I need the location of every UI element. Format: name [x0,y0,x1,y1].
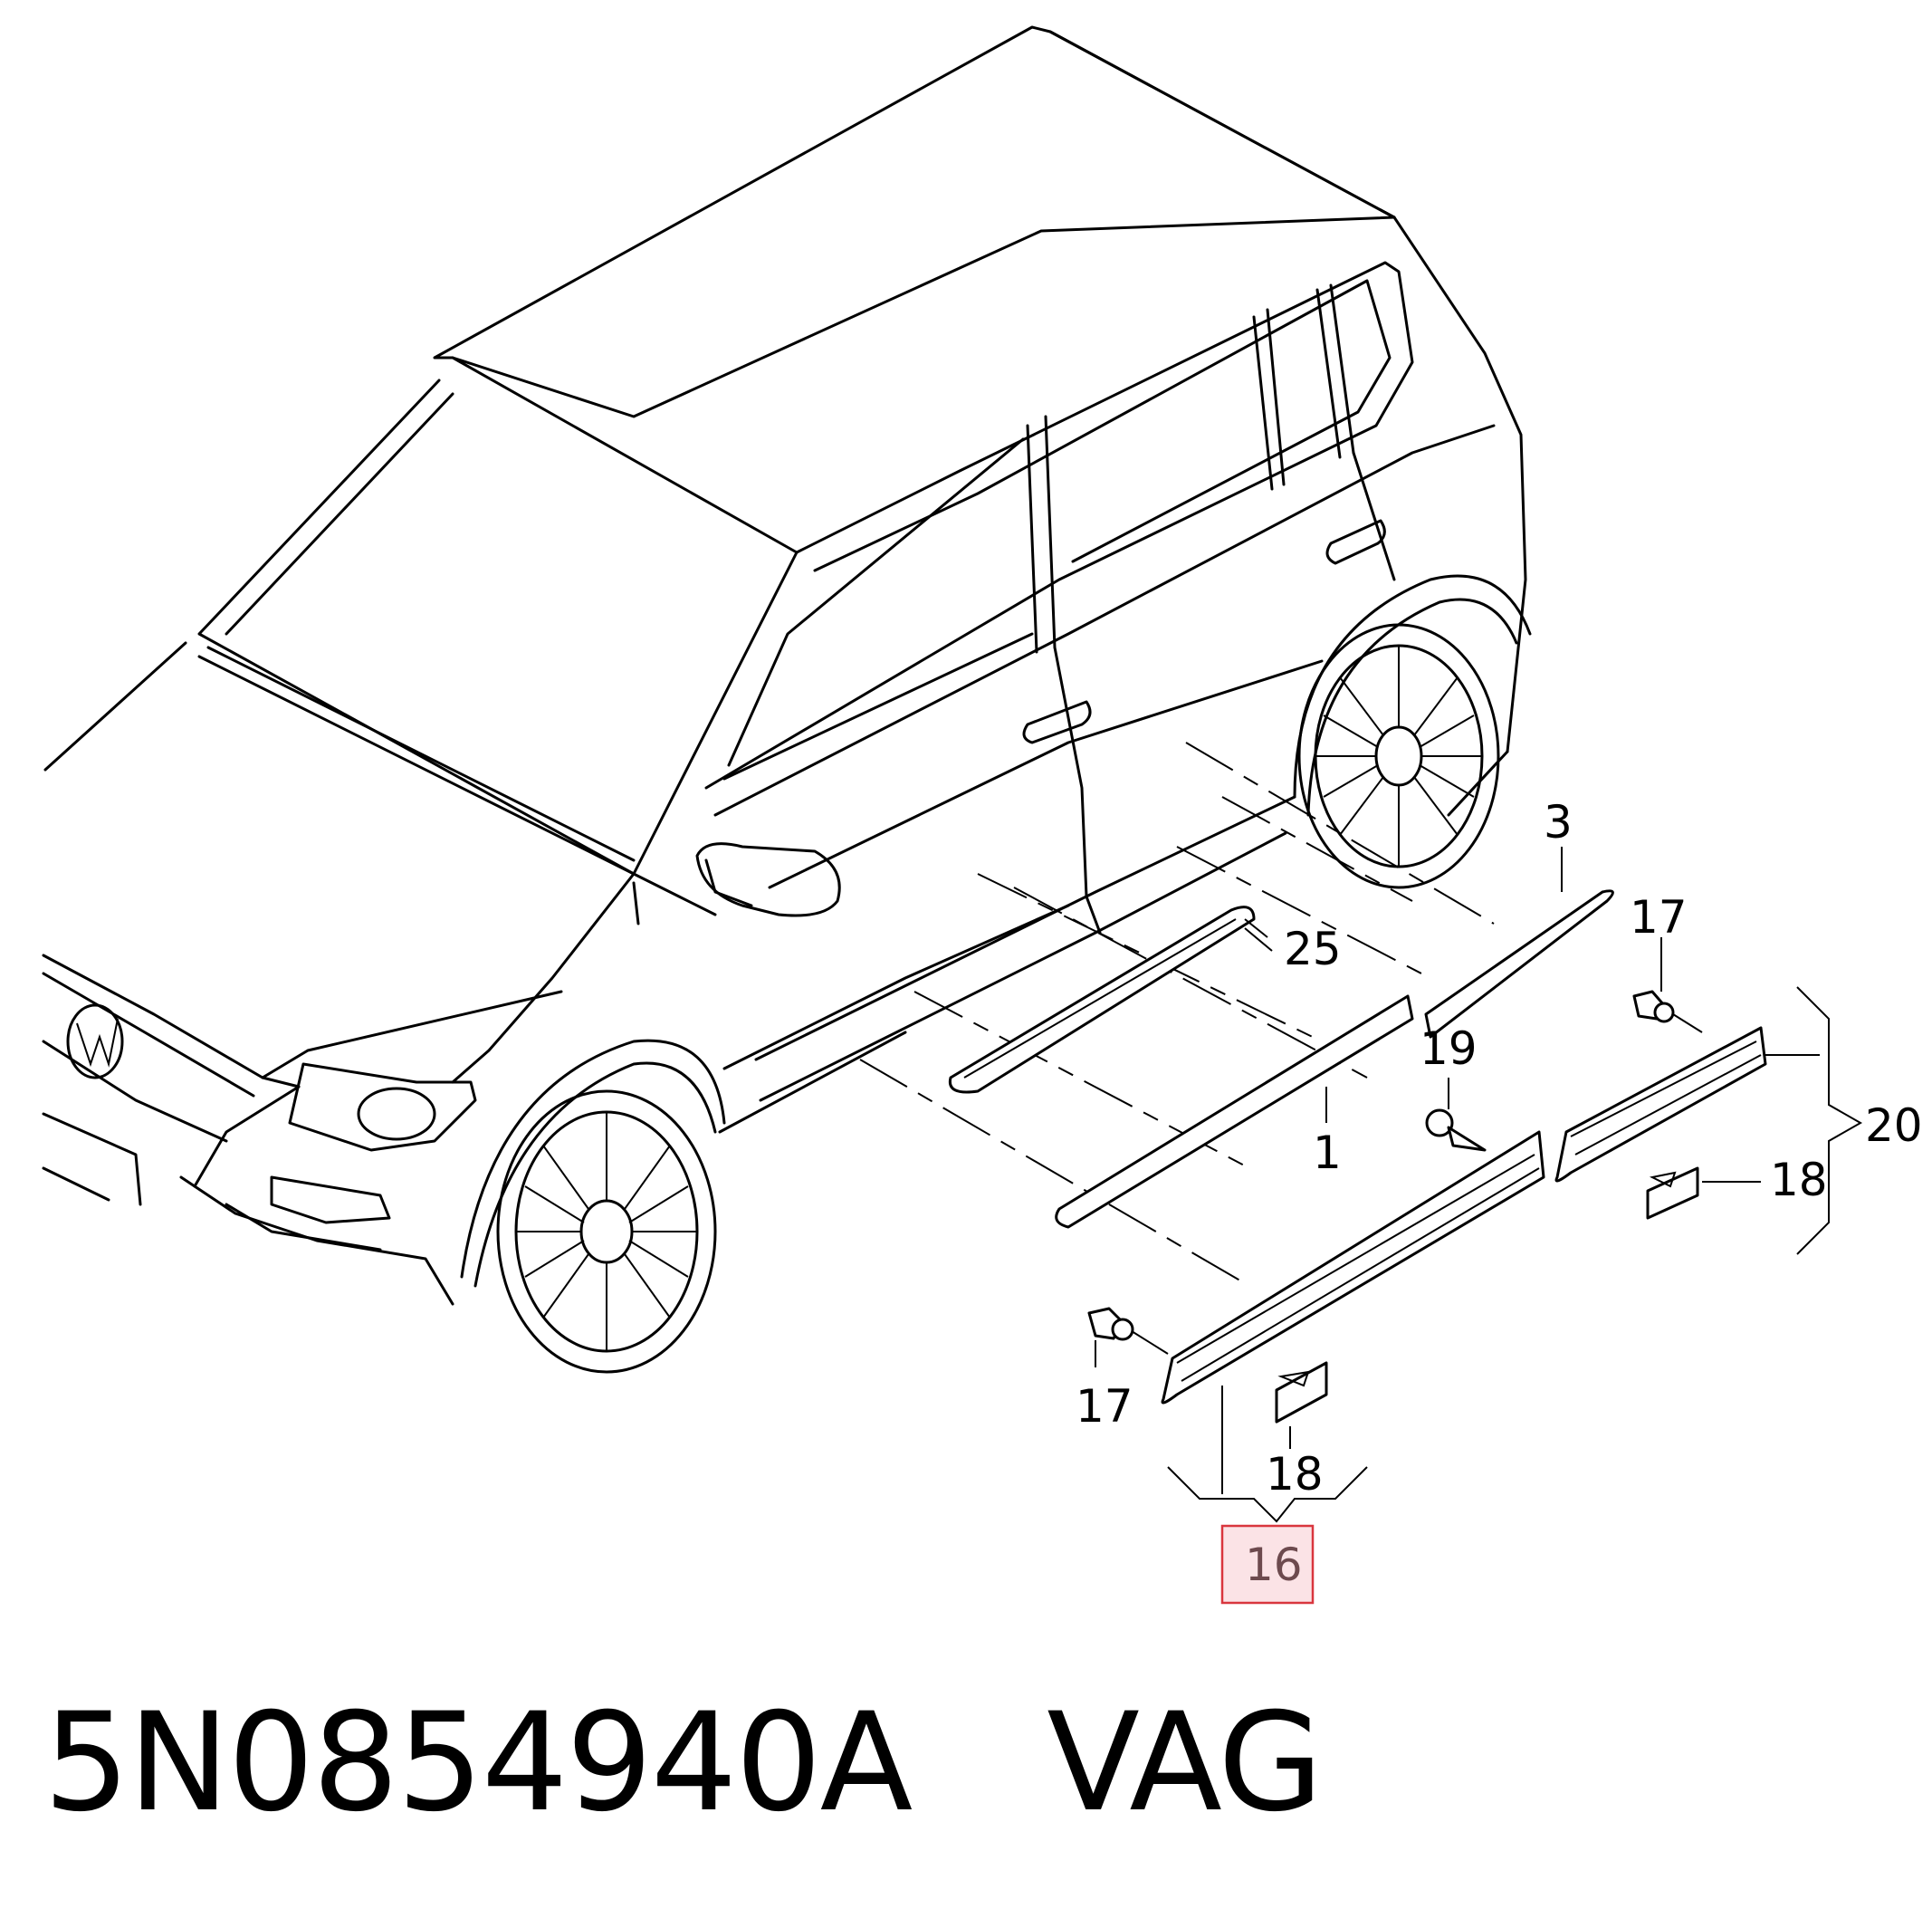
rear-wheel-icon [1297,623,1500,889]
highlighted-callout-16[interactable]: 16 [1220,1524,1315,1605]
callout-leaders [1095,847,1863,1523]
callout-25: 25 [1284,923,1342,975]
part-3-moulding [1424,889,1614,1039]
car-outline [42,25,1532,1306]
brand-name: VAG [1047,1684,1323,1842]
part-number-caption: 5N0854940A VAG [43,1684,1324,1842]
callout-16: 16 [1245,1539,1303,1591]
part-1-moulding [1055,994,1414,1229]
callout-20: 20 [1865,1099,1923,1152]
part-number: 5N0854940A [43,1684,913,1842]
callout-18-bottom: 18 [1266,1448,1324,1501]
part-16-sill-trim [1161,1130,1545,1405]
screw-icon [1425,1108,1487,1152]
callout-19: 19 [1420,1022,1478,1075]
part-25-trim [948,906,1273,1094]
callout-17-right: 17 [1630,891,1688,944]
vw-logo-icon [66,1003,124,1079]
rivet-icon [1632,990,1703,1033]
front-wheel-icon [496,1089,717,1374]
part-20-rear-trim [1554,1026,1767,1183]
callout-1: 1 [1313,1127,1342,1179]
callout-3: 3 [1544,796,1573,849]
rivet-icon [1087,1307,1169,1355]
callout-18-right: 18 [1770,1154,1828,1206]
exploded-parts-diagram: 3 25 17 19 1 20 18 17 18 16 [42,25,1923,1605]
clip-icon [1275,1361,1328,1424]
callout-17-left: 17 [1076,1380,1133,1433]
clip-icon [1646,1166,1699,1220]
